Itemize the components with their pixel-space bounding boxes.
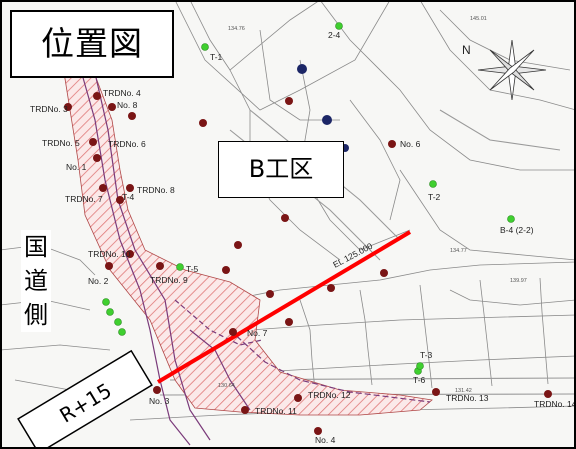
borehole-label: TRDNo. 3: [30, 104, 68, 114]
test-label: T-5: [186, 264, 199, 274]
side-label-char-2: 道: [21, 264, 51, 298]
map-title: 位置図: [10, 10, 174, 78]
borehole-label: No. 6: [400, 139, 421, 149]
borehole-label: TRDNo. 6: [108, 139, 146, 149]
elevation-label: 131.42: [455, 388, 472, 394]
borehole-labels: TRDNo. 3 TRDNo. 4 No. 8 TRDNo. 5 TRDNo. …: [30, 88, 576, 445]
borehole-label: TRDNo. 11: [255, 406, 297, 416]
elevation-label: 134.77: [450, 248, 467, 254]
test-label: T-6: [413, 375, 426, 385]
borehole-label: TRDNo. 12: [308, 390, 351, 400]
borehole-label: No. 3: [149, 396, 170, 406]
elevation-label: 130.64: [218, 383, 235, 389]
test-label: T-3: [420, 350, 433, 360]
borehole-label: TRDNo. 14: [534, 399, 576, 409]
svg-text:N: N: [462, 43, 471, 57]
compass-star-icon: N: [462, 39, 547, 101]
test-label: B-4 (2-2): [500, 225, 534, 235]
borehole-label: TRDNo. 13: [446, 393, 489, 403]
green-boreholes: [102, 22, 515, 375]
test-label: T-2: [428, 192, 441, 202]
borehole-label: TRDNo. 4: [103, 88, 141, 98]
borehole-label: TRDNo. 8: [137, 185, 175, 195]
borehole-label: TRDNo. 9: [150, 275, 188, 285]
elevation-label: 134.76: [228, 26, 245, 32]
test-labels: T-1 2-4 T-2 B-4 (2-2) T-5 T-3 T-6: [186, 30, 534, 385]
borehole-label: No. 4: [315, 435, 336, 445]
borehole-label: No. 1: [66, 162, 87, 172]
elevation-label: 145.01: [470, 16, 487, 22]
section-line: [156, 230, 412, 384]
borehole-label: No. 8: [117, 100, 138, 110]
borehole-label: TRDNo. 7: [65, 194, 103, 204]
navy-boreholes: [297, 64, 349, 152]
zone-label: B工区: [218, 141, 344, 198]
boundary-lines: [77, 59, 431, 446]
borehole-label: No. 2: [88, 276, 109, 286]
side-label-char-1: 国: [21, 230, 51, 264]
borehole-label: TRDNo. 5: [42, 138, 80, 148]
elevation-label: 139.97: [510, 278, 527, 284]
side-label-char-3: 側: [21, 298, 51, 332]
test-label: T-1: [210, 52, 223, 62]
elevation-labels: 134.76 145.01 134.77 139.97 130.64 131.4…: [218, 16, 527, 394]
borehole-label: TRDNo. 10: [88, 249, 131, 259]
borehole-label: No. 7: [247, 328, 268, 338]
borehole-label: T-4: [122, 192, 135, 202]
test-label: 2-4: [328, 30, 341, 40]
red-boreholes: [64, 92, 552, 435]
slope-hatched-area: [61, 59, 433, 416]
